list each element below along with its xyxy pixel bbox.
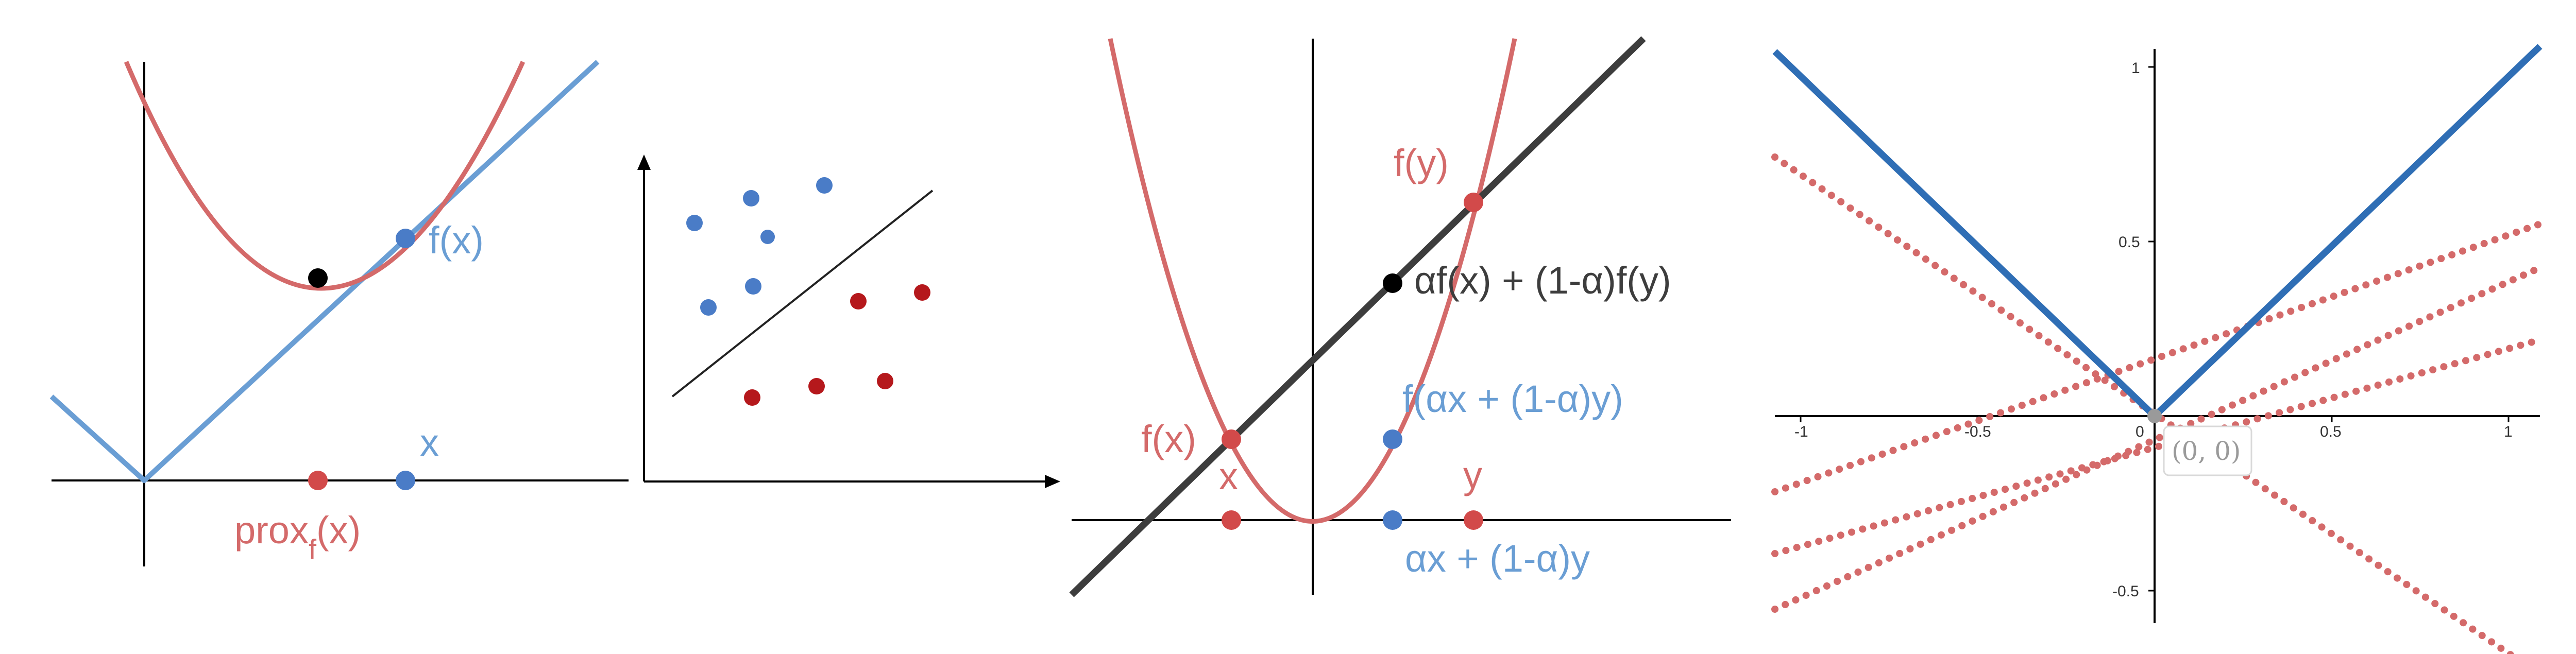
panel3-chord-point (1383, 273, 1402, 293)
blue-point (743, 190, 759, 206)
blue-point (700, 299, 717, 316)
panel3-x-point (1222, 510, 1241, 530)
panel3-fmix-label: f(αx + (1-α)y) (1402, 377, 1623, 420)
red-point (850, 293, 867, 309)
x-tick-label: -0.5 (1964, 423, 1991, 440)
panel3-y-label: y (1463, 454, 1482, 496)
red-point (877, 373, 893, 389)
x-tick-label: 0 (2136, 423, 2144, 440)
panel3-chord-label: αf(x) + (1-α)f(y) (1414, 259, 1671, 302)
panel2-red-points (744, 284, 930, 406)
panel3-fx-point (1222, 429, 1241, 449)
red-point (744, 389, 760, 406)
panel1-prox-label: proxf(x) (234, 509, 361, 565)
y-tick-label: 0.5 (2119, 234, 2140, 251)
panel-prox: f(x) x proxf(x) (49, 60, 629, 566)
prox-subscript: f (309, 534, 317, 565)
blue-point (745, 278, 761, 295)
x-tick-label: 1 (2504, 423, 2513, 440)
panel3-fx-label: f(x) (1141, 418, 1196, 460)
subgradient-line (1771, 153, 2516, 654)
prox-main: prox (234, 509, 309, 552)
panel3-fmix-point (1383, 429, 1402, 449)
red-point (808, 378, 825, 394)
panel1-minimum-point (308, 268, 328, 288)
red-point (914, 284, 930, 301)
panel-subgradient: -1 -0.5 0 0.5 1 1 0.5 -0.5 (0, 0) (1771, 44, 2544, 654)
x-tick-label: -1 (1794, 423, 1808, 440)
panel3-fy-label: f(y) (1394, 142, 1449, 184)
panel4-y-tick-marks (2148, 66, 2155, 592)
panel2-blue-points (686, 177, 833, 316)
panel1-x-point (396, 471, 415, 490)
panel3-mix-x-label: αx + (1-α)y (1405, 537, 1590, 580)
panel1-fx-label: f(x) (429, 219, 484, 262)
panel2-x-arrowhead (1045, 475, 1060, 488)
panel-convexity: f(y) αf(x) + (1-α)f(y) f(αx + (1-α)y) f(… (1069, 36, 1731, 597)
panel3-x-label: x (1219, 455, 1238, 497)
prox-argument: (x) (316, 509, 361, 552)
panel4-origin-tooltip (2163, 425, 2252, 476)
panel3-chord-line (1069, 36, 1646, 597)
subgradient-line (1771, 336, 2544, 557)
panel1-prox-point (308, 471, 328, 490)
panel2-y-arrowhead (637, 154, 651, 170)
panel4-subgradient-lines (1771, 153, 2544, 654)
blue-point (816, 177, 833, 194)
panel3-fy-point (1464, 193, 1483, 212)
y-tick-label: 1 (2131, 60, 2140, 77)
panel2-decision-boundary (671, 190, 934, 398)
panel1-fx-point (396, 229, 415, 248)
panel4-origin-point (2147, 409, 2162, 423)
panel3-convex-function (1108, 38, 1517, 524)
panel1-x-label: x (420, 421, 439, 464)
panel4-origin-label: (0, 0) (2172, 436, 2241, 466)
subgradient-line (1771, 220, 2544, 495)
blue-point (760, 230, 775, 244)
panel3-y-point (1464, 510, 1483, 530)
panel-classifier (637, 154, 1060, 488)
subgradient-line (1771, 264, 2544, 613)
blue-point (686, 215, 703, 231)
panel3-mix-x-point (1383, 510, 1402, 530)
panel1-red-parabola (124, 61, 526, 291)
x-tick-label: 0.5 (2320, 423, 2342, 440)
y-tick-label: -0.5 (2112, 583, 2139, 600)
